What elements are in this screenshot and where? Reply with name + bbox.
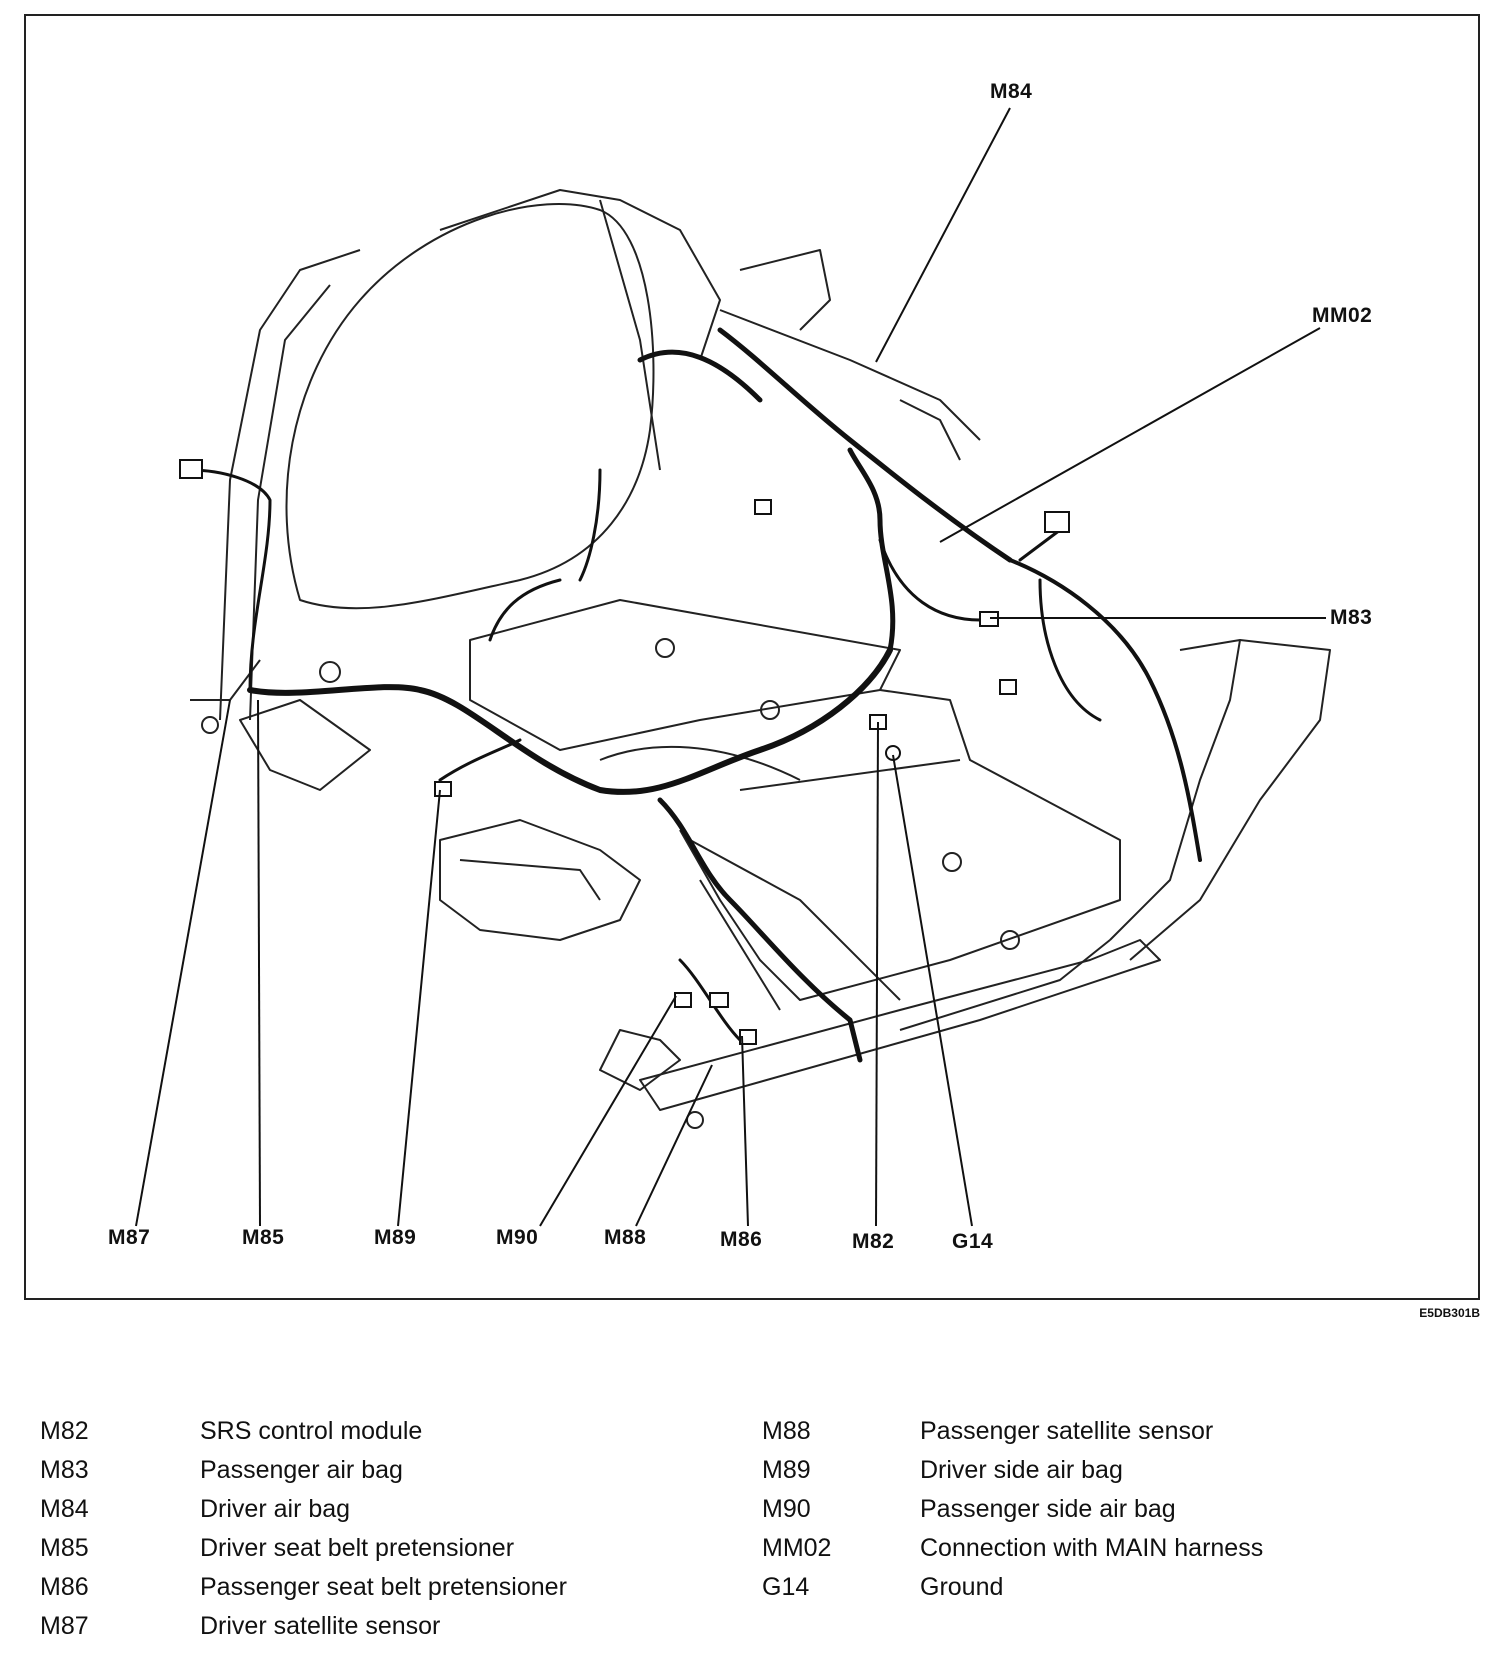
- legend-code: M90: [762, 1495, 811, 1523]
- legend-code: M89: [762, 1456, 811, 1484]
- legend-label: Passenger seat belt pretensioner: [200, 1573, 567, 1601]
- legend-label: Connection with MAIN harness: [920, 1534, 1264, 1562]
- legend-row: M87 Driver satellite sensor: [40, 1607, 567, 1646]
- wiring-harness: [188, 327, 1202, 1063]
- callout-m88: M88: [604, 1226, 647, 1249]
- legend-label: SRS control module: [200, 1417, 423, 1445]
- legend-label: Driver seat belt pretensioner: [200, 1534, 515, 1562]
- callout-m86: M86: [720, 1228, 763, 1251]
- figure-id: E5DB301B: [1419, 1306, 1480, 1320]
- legend-row: M90 Passenger side air bag: [762, 1490, 1263, 1529]
- harness-diagram: [135, 107, 1331, 1227]
- leader-lines: [135, 107, 1326, 1227]
- legend-row: M84 Driver air bag: [40, 1490, 567, 1529]
- legend-row: M86 Passenger seat belt pretensioner: [40, 1568, 567, 1607]
- legend-row: M82 SRS control module: [40, 1412, 567, 1451]
- diagram-frame: [24, 14, 1480, 1300]
- legend-code: M86: [40, 1573, 89, 1601]
- callout-m84: M84: [990, 80, 1033, 103]
- legend-code: M84: [40, 1495, 89, 1523]
- legend-row: M85 Driver seat belt pretensioner: [40, 1529, 567, 1568]
- callout-mm02: MM02: [1312, 304, 1373, 327]
- callout-m85: M85: [242, 1226, 285, 1249]
- callout-m87: M87: [108, 1226, 151, 1249]
- callout-m83: M83: [1330, 606, 1373, 629]
- legend-code: G14: [762, 1573, 810, 1601]
- legend-label: Ground: [920, 1573, 1004, 1601]
- callout-m89: M89: [374, 1226, 417, 1249]
- legend-row: M83 Passenger air bag: [40, 1451, 567, 1490]
- callout-g14: G14: [952, 1230, 994, 1253]
- legend-code: MM02: [762, 1534, 832, 1562]
- legend-label: Passenger air bag: [200, 1456, 403, 1484]
- legend-label: Driver side air bag: [920, 1456, 1123, 1484]
- legend-row: M88 Passenger satellite sensor: [762, 1412, 1263, 1451]
- legend-label: Driver satellite sensor: [200, 1612, 441, 1640]
- legend-row: G14 Ground: [762, 1568, 1263, 1607]
- legend-code: M88: [762, 1417, 811, 1445]
- legend-code: M82: [40, 1417, 89, 1445]
- legend-label: Passenger satellite sensor: [920, 1417, 1214, 1445]
- callout-m90: M90: [496, 1226, 539, 1249]
- legend-code: M83: [40, 1456, 89, 1484]
- legend-label: Driver air bag: [200, 1495, 351, 1523]
- callout-m82: M82: [852, 1230, 895, 1253]
- legend-row: M89 Driver side air bag: [762, 1451, 1263, 1490]
- connectors: [179, 459, 1070, 1045]
- legend-code: M87: [40, 1612, 89, 1640]
- legend-code: M85: [40, 1534, 89, 1562]
- body-structure: [190, 189, 1331, 1129]
- legend-label: Passenger side air bag: [920, 1495, 1176, 1523]
- legend-row: MM02 Connection with MAIN harness: [762, 1529, 1263, 1568]
